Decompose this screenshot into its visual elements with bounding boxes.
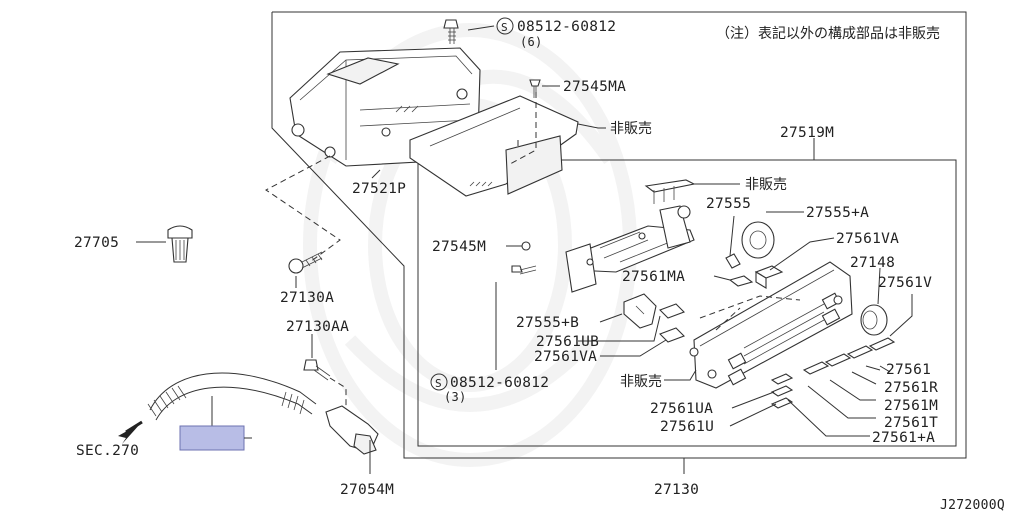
label-27555: 27555 — [706, 196, 751, 212]
button-27561ub — [659, 303, 685, 319]
label-08512-60812-top: 08512-60812 — [517, 19, 616, 35]
label-27555a: 27555+A — [806, 205, 869, 221]
label-27561va-top: 27561VA — [836, 231, 899, 247]
label-27519m: 27519M — [780, 125, 834, 141]
label-27561ub: 27561UB — [536, 334, 599, 350]
control-panel-27130 — [689, 261, 853, 389]
label-27561ua: 27561UA — [650, 401, 713, 417]
label-27561ma: 27561MA — [622, 269, 685, 285]
label-not-sold-3: 非販売 — [620, 374, 662, 390]
label-not-sold-2: 非販売 — [745, 177, 787, 193]
control-bracket — [565, 225, 695, 293]
label-qty-top: (6) — [520, 35, 543, 49]
label-27561r: 27561R — [884, 380, 938, 396]
outer-frame — [271, 11, 967, 459]
harness-connector — [644, 179, 696, 249]
label-08512-60812-bottom: 08512-60812 — [450, 375, 549, 391]
label-sec-270: SEC.270 — [76, 443, 139, 459]
label-27561a: 27561+A — [872, 430, 935, 446]
label-27561va-bottom: 27561VA — [534, 349, 597, 365]
hose-label-tag — [179, 425, 245, 451]
s-mark-letter-bottom: S — [435, 377, 442, 390]
circuit-board — [409, 95, 579, 197]
plug-27705 — [167, 225, 193, 263]
screw-08512-top — [443, 19, 459, 44]
push-buttons — [770, 337, 896, 409]
label-qty-bottom: (3) — [444, 390, 467, 404]
s-mark-bottom — [430, 373, 448, 391]
label-27054m: 27054M — [340, 482, 394, 498]
label-27545m: 27545M — [432, 239, 486, 255]
label-27561t: 27561T — [884, 415, 938, 431]
button-27561va-top — [754, 265, 784, 289]
label-27521p: 27521P — [352, 181, 406, 197]
label-27148: 27148 — [850, 255, 895, 271]
screw-08512-bottom — [511, 265, 537, 275]
screw-27130aa — [303, 359, 331, 381]
label-27545ma: 27545MA — [563, 79, 626, 95]
button-27561va-bottom — [659, 327, 685, 343]
label-27561u: 27561U — [660, 419, 714, 435]
inner-frame — [417, 159, 957, 447]
label-27130: 27130 — [654, 482, 699, 498]
lever-27555 — [725, 253, 741, 269]
label-27705: 27705 — [74, 235, 119, 251]
s-mark-top — [496, 17, 514, 35]
label-27130a: 27130A — [280, 290, 334, 306]
section-arrow-icon — [118, 420, 143, 444]
knob-27148 — [860, 304, 888, 336]
screw-27130a — [288, 251, 323, 274]
label-27130aa: 27130AA — [286, 319, 349, 335]
button-27561ma — [728, 275, 754, 287]
lever-27555b — [623, 293, 657, 329]
knob-cover-27555a — [741, 221, 775, 259]
screw-27545m — [521, 241, 531, 251]
s-mark-letter-top: S — [501, 21, 508, 34]
note-japanese: （注）表記以外の構成部品は非販売 — [716, 25, 940, 42]
label-27561v: 27561V — [878, 275, 932, 291]
label-not-sold-1: 非販売 — [610, 121, 652, 137]
label-27555b: 27555+B — [516, 315, 579, 331]
label-27561: 27561 — [886, 362, 931, 378]
label-27561m: 27561M — [884, 398, 938, 414]
figure-code: J272000Q — [940, 498, 1005, 511]
